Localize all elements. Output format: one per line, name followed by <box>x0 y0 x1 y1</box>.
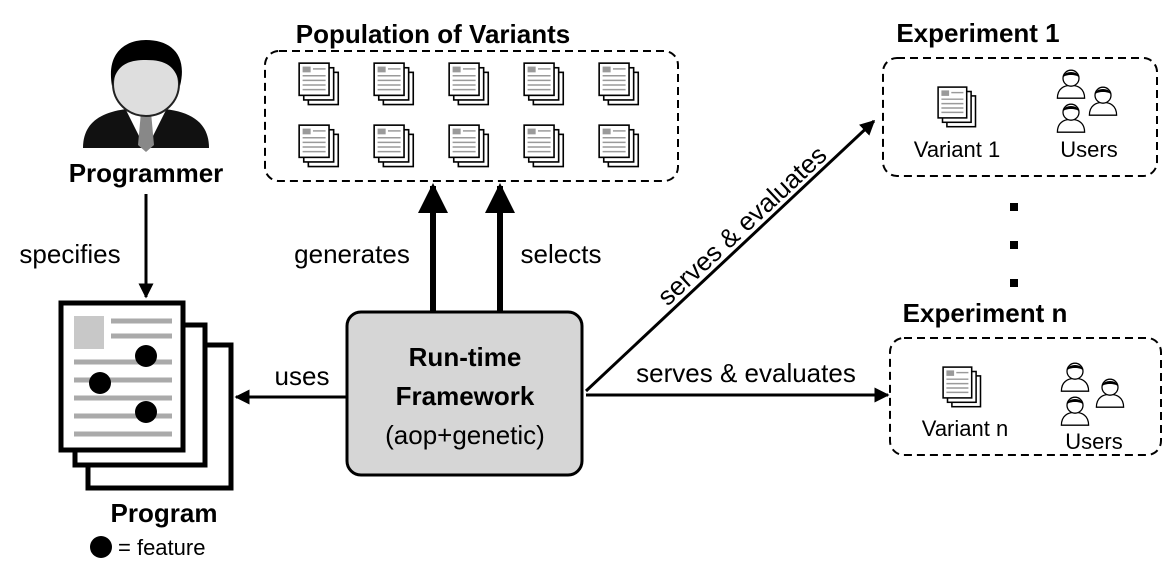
feature-legend-label: = feature <box>118 535 205 560</box>
variant-document-icon <box>448 62 490 106</box>
generates-label: generates <box>294 239 410 269</box>
specifies-label: specifies <box>19 239 120 269</box>
experiment-1-box <box>882 57 1158 177</box>
variant-1-document-icon <box>937 86 977 128</box>
users-n-label: Users <box>1065 429 1122 454</box>
vertical-ellipsis-icon <box>1010 203 1018 287</box>
variant-document-icon <box>523 124 565 168</box>
framework-title-line2: Framework <box>396 381 535 411</box>
variant-n-label: Variant n <box>922 416 1008 441</box>
population-grid <box>298 62 640 168</box>
variant-document-icon <box>598 124 640 168</box>
uses-label: uses <box>275 361 330 391</box>
variant-document-icon <box>448 124 490 168</box>
serves-evaluates-label-n: serves & evaluates <box>636 358 856 388</box>
users-1-label: Users <box>1060 137 1117 162</box>
variant-document-icon <box>373 62 415 106</box>
variant-document-icon <box>298 62 340 106</box>
users-1-icon <box>1056 69 1118 133</box>
experiment-n-title: Experiment n <box>903 298 1068 328</box>
variant-document-icon <box>598 62 640 106</box>
variant-document-icon <box>373 124 415 168</box>
experiment-1-title: Experiment 1 <box>896 18 1059 48</box>
variant-document-icon <box>298 124 340 168</box>
feature-legend-dot-icon <box>90 536 112 558</box>
program-document-icon <box>58 300 234 491</box>
variant-1-label: Variant 1 <box>914 137 1000 162</box>
program-label: Program <box>111 498 218 528</box>
population-title: Population of Variants <box>296 19 570 49</box>
programmer-label: Programmer <box>69 158 224 188</box>
selects-label: selects <box>521 239 602 269</box>
framework-subtitle: (aop+genetic) <box>385 420 545 450</box>
users-n-icon <box>1060 362 1125 426</box>
runtime-framework-box <box>345 310 584 477</box>
variant-n-document-icon <box>942 366 982 408</box>
programmer-icon <box>83 40 209 152</box>
experiment-n-box <box>889 337 1162 456</box>
serves-evaluates-arrow-1 <box>584 119 876 393</box>
variant-document-icon <box>523 62 565 106</box>
population-box <box>264 50 679 182</box>
framework-title-line1: Run-time <box>409 342 522 372</box>
